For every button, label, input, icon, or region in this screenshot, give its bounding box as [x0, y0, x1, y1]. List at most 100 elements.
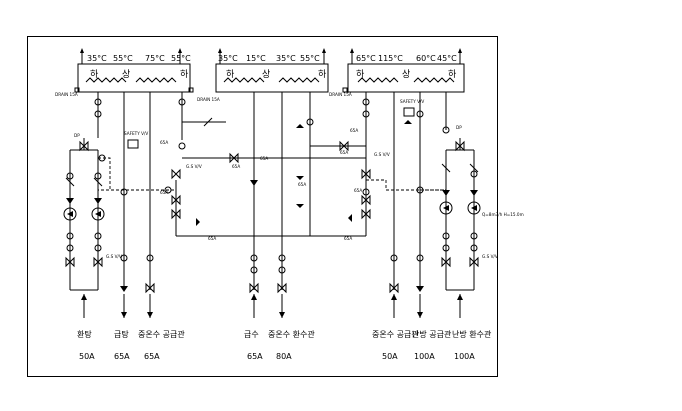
tank-left-temp-4: 55°C: [171, 54, 191, 63]
gauge-icon: [470, 232, 478, 240]
gate-valve-icon: [171, 208, 181, 220]
gauge-icon: [98, 154, 106, 162]
bottom-arrows: [70, 289, 474, 318]
gate-valve-icon: [65, 256, 75, 268]
pipe-size-label: 65A: [354, 188, 362, 193]
bottom-labels: 환탕 50A 급탕 65A 중온수 공급관 65A 급수 65A 중온수 환수관…: [77, 329, 492, 361]
tank-right-temp-4: 45°C: [437, 54, 457, 63]
check-valve-icon: [442, 190, 450, 196]
gate-valve-icon: [93, 256, 103, 268]
gauge-icon: [66, 172, 74, 180]
gs-label-right-bottom: G.S V/V: [482, 254, 498, 259]
tank-middle: 35°C 15°C 35°C 55°C 하 상 하: [215, 48, 329, 93]
gauge-icon: [306, 118, 314, 126]
pipe-size-label: 65A: [350, 128, 358, 133]
pump-spec-label: Q=8m3/h H=15.0m: [482, 212, 524, 217]
gs-label-left-bottom: G.S V/V: [106, 254, 122, 259]
gauge-icon: [120, 254, 128, 262]
check-valve-icon: [94, 198, 102, 204]
tank-middle-temp-2: 15°C: [246, 54, 266, 63]
tank-middle-temp-4: 55°C: [300, 54, 320, 63]
gs-label-right-top: G.S V/V: [374, 152, 390, 157]
gate-valve-icon: [145, 282, 155, 294]
gauge-icon: [278, 266, 286, 274]
gauge-icon: [94, 110, 102, 118]
vertical-pipes: [69, 92, 475, 290]
tank-right-temp-2: 115°C: [378, 54, 403, 63]
gate-valve-icon: [441, 256, 451, 268]
tank-left: 35°C 55°C 75°C 55°C 하 상 하 DRAIN 15A DRAI…: [55, 48, 220, 102]
size-중온수공급관-2: 50A: [382, 352, 398, 361]
gauge-icon: [250, 254, 258, 262]
tank-left-temp-2: 55°C: [113, 54, 133, 63]
tank-left-label-right: 하: [180, 69, 189, 80]
tank-right-label-left: 하: [356, 69, 365, 80]
size-난방환수관: 100A: [454, 352, 475, 361]
tank-middle-label-right: 하: [318, 69, 327, 80]
gauge-icon: [416, 254, 424, 262]
tank-left-label-left: 하: [90, 69, 99, 80]
gate-valve-icon: [79, 140, 89, 152]
gauge-icon: [362, 188, 370, 196]
gauge-icon: [94, 172, 102, 180]
label-환탕: 환탕: [77, 329, 92, 339]
gauge-icon: [390, 254, 398, 262]
gate-valve-icon: [277, 282, 287, 294]
pipe-size-label: 65A: [344, 236, 352, 241]
pump-icon: [91, 207, 105, 221]
tank-middle-label-mid: 상: [262, 69, 270, 80]
components: [63, 98, 481, 318]
label-중온수공급관-2: 중온수 공급관: [372, 329, 419, 339]
gauge-icon: [470, 244, 478, 252]
tank-right-temp-3: 60°C: [416, 54, 436, 63]
label-급수: 급수: [244, 330, 259, 339]
gauge-icon: [146, 254, 154, 262]
gate-valve-icon: [361, 208, 371, 220]
gauge-icon: [66, 232, 74, 240]
gate-valve-icon: [455, 140, 465, 152]
check-valve-icon: [66, 198, 74, 204]
safety-valve-icon: [127, 139, 139, 149]
gate-valve-icon: [339, 140, 349, 152]
gauge-icon: [178, 98, 186, 106]
drain-label-left-1: DRAIN 15A: [55, 92, 78, 97]
strainer-icon: [469, 163, 479, 173]
drain-label-right: DRAIN 15A: [329, 92, 352, 97]
strainer-icon: [65, 177, 75, 187]
gate-valve-icon: [171, 168, 181, 180]
label-난방공급관: 난방 공급관: [412, 329, 452, 339]
gate-valve-icon: [229, 152, 239, 164]
pipe-size-label: 65A: [160, 140, 168, 145]
tank-middle-temp-1: 35°C: [218, 54, 238, 63]
gauge-icon: [94, 98, 102, 106]
tank-right: 65°C 115°C 60°C 45°C 하 상 하 DRAIN 15A: [329, 48, 465, 97]
tank-left-temp-3: 75°C: [145, 54, 165, 63]
pipe-size-label: 65A: [298, 182, 306, 187]
tank-right-temp-1: 65°C: [356, 54, 376, 63]
gate-valve-icon: [171, 194, 181, 206]
label-급탕: 급탕: [114, 329, 129, 339]
gate-valve-icon: [249, 282, 259, 294]
gate-valve-icon: [389, 282, 399, 294]
dp-label-right: DP: [456, 125, 462, 130]
size-중온수공급관-1: 65A: [144, 352, 160, 361]
strainer-icon: [441, 163, 451, 173]
safety-label-left: SAFETY V/V: [124, 131, 148, 136]
pump-icon: [63, 207, 77, 221]
check-valve-icon: [470, 190, 478, 196]
pipe-size-label: 65A: [208, 236, 216, 241]
gate-valve-icon: [469, 256, 479, 268]
strainer-icon: [93, 177, 103, 187]
tank-left-label-mid: 상: [122, 69, 130, 80]
gauge-icon: [442, 244, 450, 252]
tank-right-label-right: 하: [448, 69, 457, 80]
check-valve-icon: [250, 180, 258, 186]
gate-valve-icon: [361, 194, 371, 206]
size-난방공급관: 100A: [414, 352, 435, 361]
check-valve-icon: [120, 286, 128, 292]
gauge-icon: [278, 254, 286, 262]
gauge-icon: [442, 232, 450, 240]
dp-label-left: DP: [74, 133, 80, 138]
annotations: DP DP SAFETY V/V SAFETY V/V G.S V/V G.S …: [74, 99, 524, 259]
